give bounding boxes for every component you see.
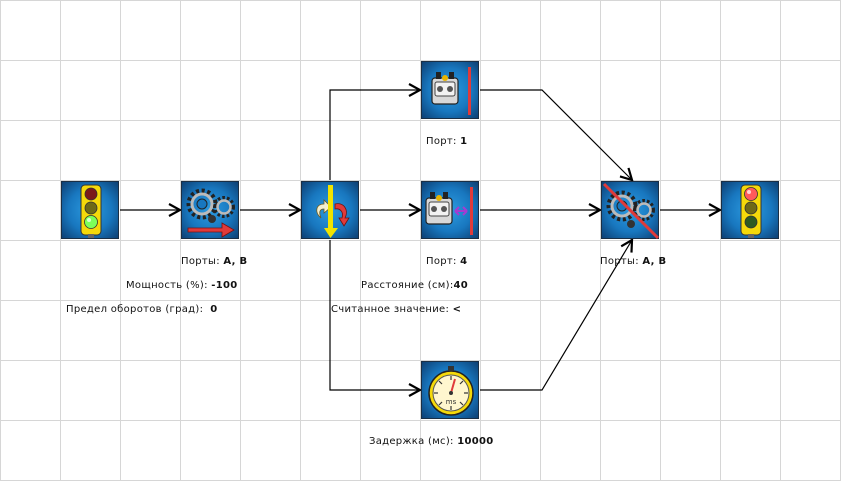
- gears-crossed-icon: [602, 182, 660, 240]
- ultrasonic-sensor-icon: [431, 67, 471, 115]
- distance-value: 40: [453, 280, 469, 291]
- motors-on-power-label: Мощность (%): -100: [126, 280, 238, 292]
- ultrasonic-sensor-distance-icon: [425, 187, 473, 235]
- delay-value: 10000: [457, 436, 494, 447]
- ports-value: A, B: [223, 256, 248, 267]
- ultrasonic-sensor-top-block[interactable]: [421, 61, 479, 119]
- delay-caption: Задержка (мс):: [369, 436, 454, 447]
- stop-block[interactable]: [721, 181, 779, 239]
- limit-caption: Предел оборотов (град):: [66, 304, 204, 315]
- limit-value: 0: [210, 304, 218, 315]
- ports-value: A, B: [642, 256, 667, 267]
- motors-on-ports-label: Порты: A, B: [181, 256, 247, 268]
- ultrasonic-top-port-label: Порт: 1: [426, 136, 467, 148]
- port-value: 4: [460, 256, 468, 267]
- port-caption: Порт:: [426, 136, 457, 147]
- gears-right-arrow-icon: [186, 188, 235, 238]
- stopwatch-icon: ms: [428, 366, 474, 416]
- start-block[interactable]: [61, 181, 119, 239]
- power-value: -100: [211, 280, 238, 291]
- ultrasonic-sensor-mid-block[interactable]: [421, 181, 479, 239]
- motors-on-block[interactable]: [181, 181, 239, 239]
- motors-off-block[interactable]: [601, 181, 660, 240]
- motors-on-limit-label: Предел оборотов (град): 0: [66, 304, 218, 316]
- svg-text:ms: ms: [446, 398, 457, 406]
- wire-branch-wait: [329, 240, 420, 390]
- wait-timer-block[interactable]: ms: [421, 361, 479, 419]
- port-caption: Порт:: [426, 256, 457, 267]
- ultrasonic-mid-port-label: Порт: 4: [426, 256, 467, 268]
- ports-caption: Порты:: [600, 256, 639, 267]
- read-caption: Считанное значение:: [331, 304, 450, 315]
- traffic-light-green-icon: [80, 184, 102, 238]
- traffic-light-red-icon: [740, 184, 762, 238]
- read-value: <: [452, 304, 462, 315]
- wait-delay-label: Задержка (мс): 10000: [369, 436, 494, 448]
- wire-ultra-top-motors-off: [480, 89, 632, 180]
- distance-caption: Расстояние (см):: [361, 280, 454, 291]
- fork-arrows-icon: [316, 185, 350, 238]
- power-caption: Мощность (%):: [126, 280, 208, 291]
- ultrasonic-mid-distance-label: Расстояние (см):40: [361, 280, 468, 292]
- port-value: 1: [460, 136, 468, 147]
- branch-block[interactable]: [301, 181, 359, 239]
- motors-off-ports-label: Порты: A, B: [600, 256, 666, 268]
- ports-caption: Порты:: [181, 256, 220, 267]
- ultrasonic-mid-read-label: Считанное значение: <: [331, 304, 461, 316]
- wire-wait-motors-off: [480, 240, 632, 391]
- wire-branch-ultra-top: [329, 90, 420, 180]
